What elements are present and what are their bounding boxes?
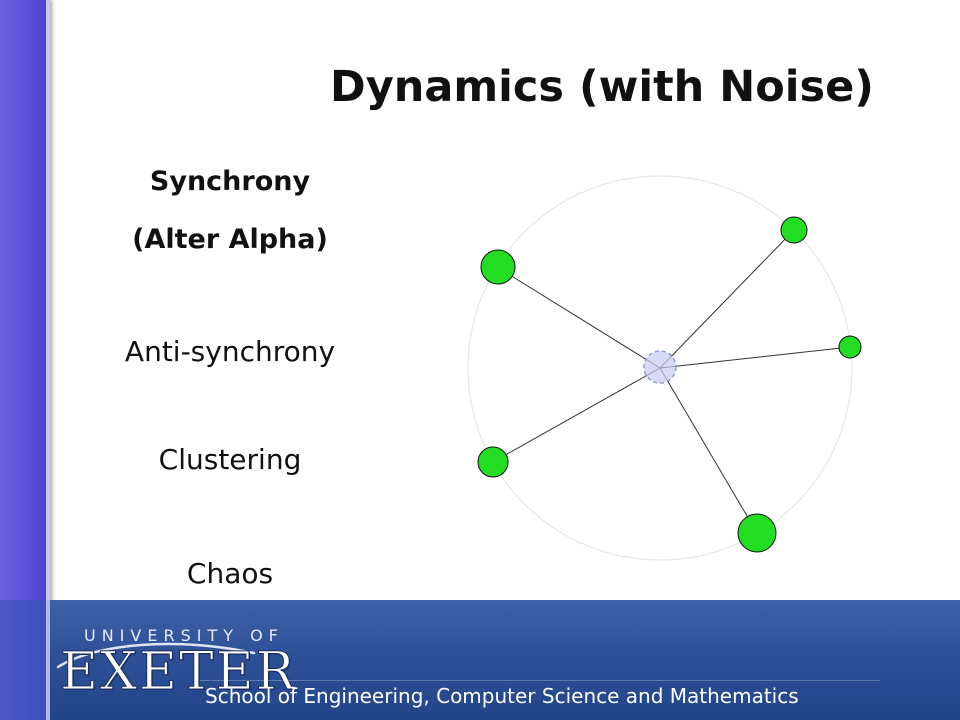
university-label: UNIVERSITY OF [84, 626, 284, 645]
spoke-line [659, 230, 794, 369]
exeter-logo-swoosh [56, 642, 256, 669]
menu-item-alter-alpha[interactable]: (Alter Alpha) [132, 224, 328, 255]
footer-divider [200, 680, 880, 681]
menu-item-chaos[interactable]: Chaos [186, 557, 274, 590]
phase-circle [467, 175, 853, 561]
oscillator-node[interactable] [780, 216, 808, 244]
oscillator-diagram [467, 175, 862, 561]
spoke-line [659, 346, 851, 369]
slide-title: Dynamics (with Noise) [330, 62, 874, 112]
exeter-wordmark: EXETER [60, 642, 297, 703]
spoke-line [496, 266, 661, 369]
spoke-line [659, 367, 758, 534]
oscillator-node[interactable] [838, 335, 862, 359]
oscillator-node[interactable] [480, 249, 516, 285]
spoke-line [492, 367, 661, 463]
footer-banner: UNIVERSITY OF EXETER School of Engineeri… [0, 600, 960, 720]
oscillator-node[interactable] [737, 513, 777, 553]
footer-left-band [0, 600, 50, 720]
menu-item-anti-synchrony[interactable]: Anti-synchrony [124, 335, 336, 368]
menu-item-synchrony[interactable]: Synchrony [149, 166, 311, 197]
oscillator-node[interactable] [477, 446, 509, 478]
school-label: School of Engineering, Computer Science … [205, 684, 799, 708]
center-node [643, 350, 677, 384]
menu-item-clustering[interactable]: Clustering [158, 443, 302, 476]
